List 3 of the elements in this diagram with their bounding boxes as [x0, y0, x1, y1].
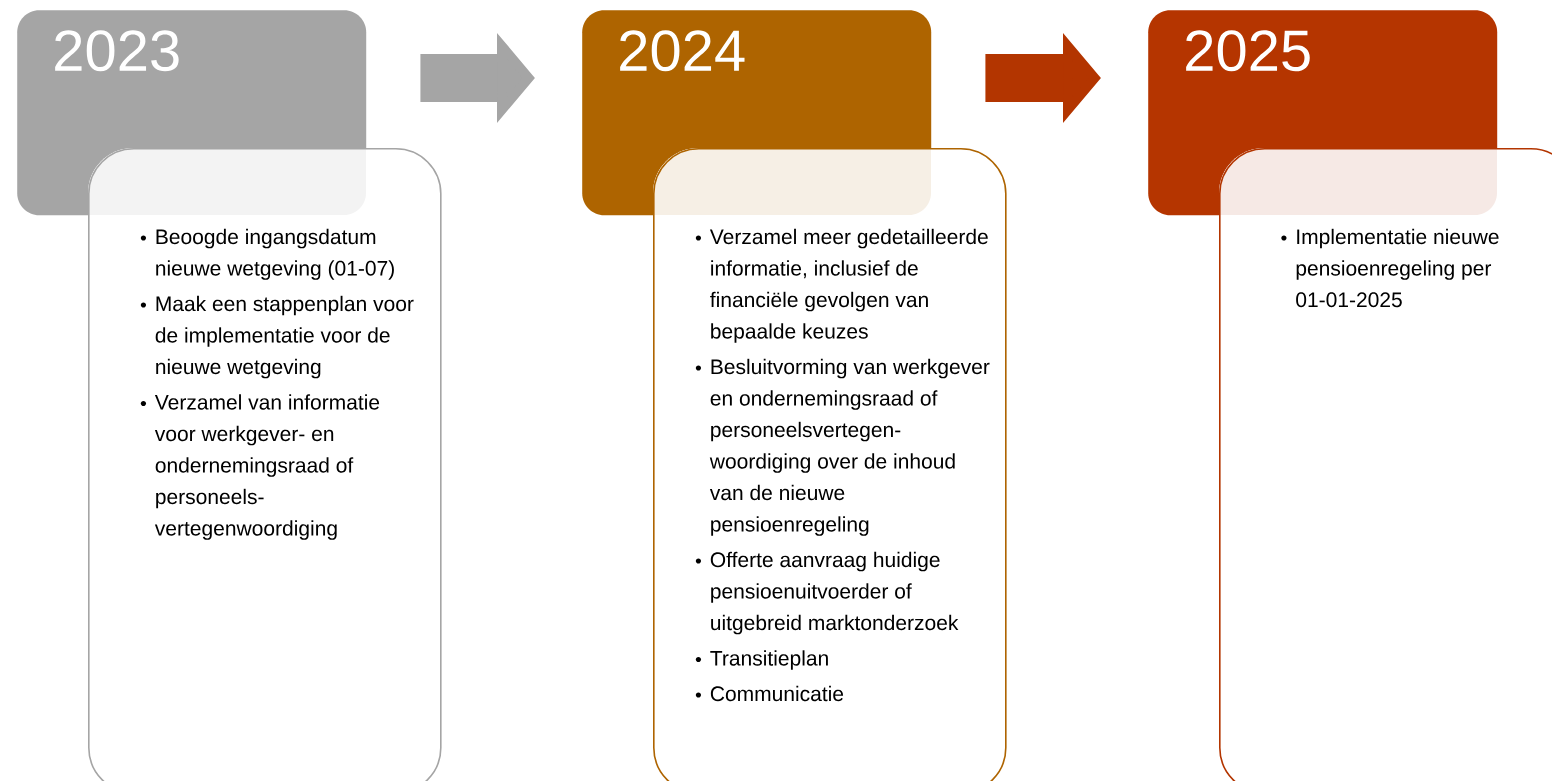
bullet-card: Beoogde ingangsdatum nieuwe wetgeving (01-07) Maak een stappenplan voor de implementatie voor de nieuwe wetgeving Verzamel van informatie voor werkgever- en ondernemingsraad of personeels- vertegenwoordiging [88, 148, 442, 781]
bullet-card: Verzamel meer gedetailleerde informatie, inclusief de financiële gevolgen van bepaalde keuzes Besluitvorming van werkgever en ondernemingsraad of personeelsvertegen- woordiging over de inhoud van de nieuwe pensioenregeling Offerte aanvraag huidige pensioenuitvoerder of uitgebreid marktonderzoek Transitieplan Communicatie [653, 148, 1007, 781]
bullet-card: Implementatie nieuwe pensioenregeling per 01-01-2025 [1219, 148, 1552, 781]
